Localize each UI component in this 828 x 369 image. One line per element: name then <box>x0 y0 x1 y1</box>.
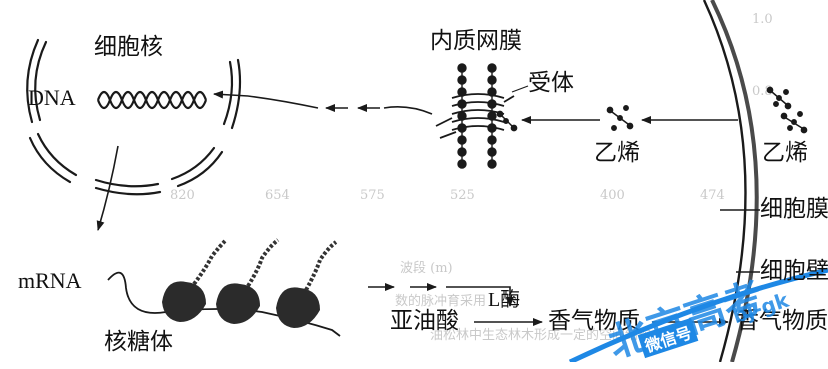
envelope-segment <box>230 58 242 130</box>
bleed-unit: 波段 (m) <box>400 261 453 276</box>
bleed-axis-4: 575 <box>360 188 385 203</box>
dna-helix <box>96 90 208 110</box>
mrna-label: mRNA <box>18 268 82 293</box>
envelope-segment <box>36 132 78 177</box>
receptor-pointer <box>511 85 529 93</box>
envelope-segment <box>170 146 216 181</box>
envelope-segment <box>222 60 234 126</box>
dna-label: DNA <box>28 85 76 110</box>
ribosome <box>216 238 280 324</box>
ethylene-molecule <box>496 110 518 132</box>
envelope-segment <box>34 40 48 122</box>
ethylene-label-outer: 乙烯 <box>762 140 808 166</box>
receptor-tail <box>383 106 433 115</box>
bleed-axis-2: 400 <box>600 188 625 203</box>
ethylene-molecule <box>606 105 634 131</box>
bleed-axis-3: 525 <box>450 188 475 203</box>
enzyme-arrow <box>446 286 514 307</box>
ethylene-molecule <box>780 111 808 134</box>
signal-to-dna-arrow <box>213 90 249 99</box>
aroma-label-inner: 香气物质 <box>548 308 640 334</box>
bleed-tick-1: 1.0 <box>752 12 773 27</box>
ribosome <box>162 238 228 322</box>
er-membrane-label: 内质网膜 <box>430 28 522 54</box>
cell-wall <box>710 0 759 362</box>
cell-membrane-label: 细胞膜 <box>760 196 828 222</box>
bleed-axis-6: 820 <box>170 188 195 203</box>
watermark-stripe <box>568 267 828 362</box>
linoleic-acid-label: 亚油酸 <box>390 308 459 334</box>
er-membrane-bilayer <box>457 63 497 169</box>
nuclear-envelope <box>26 38 242 196</box>
ribosome <box>276 240 338 328</box>
aroma-label-outer: 香气物质 <box>736 308 828 334</box>
ribosome-label: 核糖体 <box>104 329 173 355</box>
ribosome-group <box>162 238 338 328</box>
bleed-tick-2: 0.8 <box>752 84 773 99</box>
nucleus-label: 细胞核 <box>94 34 163 60</box>
ethylene-label-inner: 乙烯 <box>594 140 640 166</box>
bleed-axis-1: 474 <box>700 188 725 203</box>
envelope-segment <box>26 38 40 124</box>
bleed-line-1: 数的脉冲育采用 <box>395 294 487 309</box>
bleed-axis-5: 654 <box>265 188 290 203</box>
envelope-segment <box>94 178 160 188</box>
l-enzyme-label: L酶 <box>488 289 521 311</box>
ethylene-molecule <box>766 86 792 110</box>
cell-membrane <box>702 0 747 362</box>
receptor-label: 受体 <box>528 70 574 96</box>
signal-curve <box>247 95 319 109</box>
envelope-segment <box>28 136 72 184</box>
envelope-segment <box>176 150 224 188</box>
envelope-segment <box>94 186 162 196</box>
cell-wall-label: 细胞壁 <box>760 258 828 284</box>
transcription-arrow <box>96 145 119 231</box>
